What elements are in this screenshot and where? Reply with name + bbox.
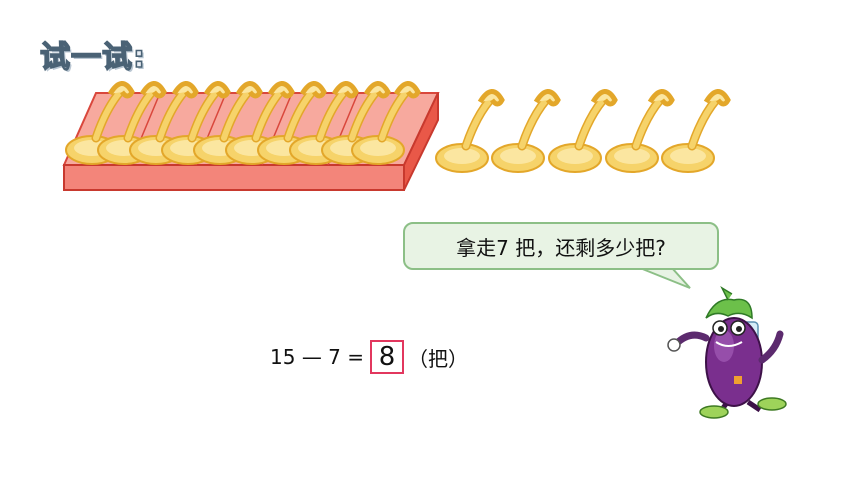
speech-bubble: 拿走7 把，还剩多少把?	[403, 222, 719, 270]
equation: 15 — 7 = 8 （把）	[270, 340, 468, 374]
bubble-tail	[639, 267, 691, 289]
equation-subtrahend: 7	[328, 345, 341, 369]
equation-equals: =	[347, 345, 365, 369]
equation-minuend: 15	[270, 345, 296, 369]
equation-operator: —	[301, 345, 322, 369]
bubble-text: 拿走7 把，还剩多少把?	[456, 235, 666, 260]
loose-spoons	[436, 91, 728, 172]
page-title: 试一试:	[39, 39, 146, 76]
eggplant-mascot-icon	[667, 286, 787, 419]
equation-unit: （把）	[408, 346, 469, 371]
spoon-icon	[549, 91, 615, 172]
answer-box: 8	[370, 340, 405, 374]
